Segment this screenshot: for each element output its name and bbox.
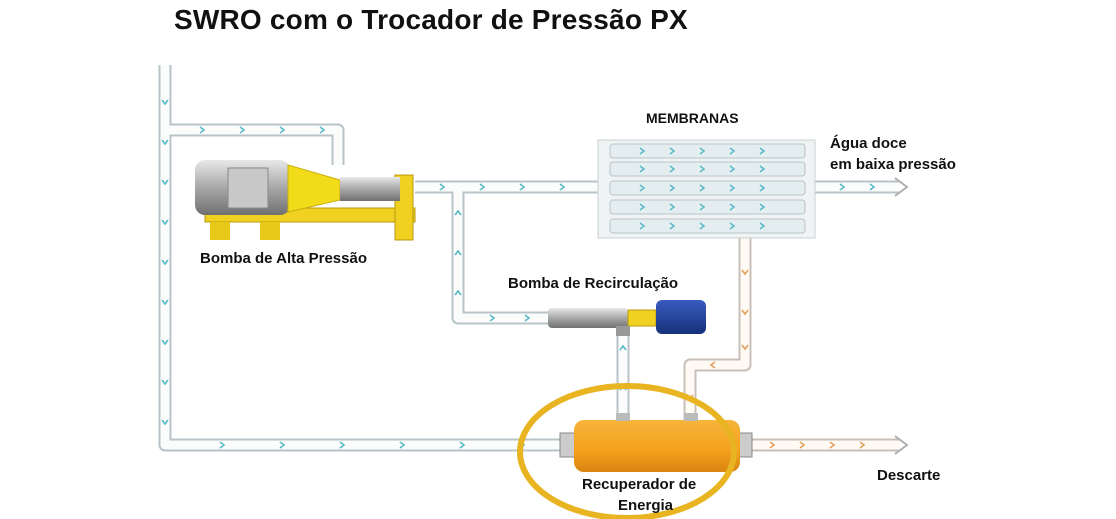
page-title: SWRO com o Trocador de Pressão PX (174, 4, 688, 35)
fresh-water-label-line1: Água doce (830, 135, 907, 152)
fresh-water-label-line2: em baixa pressão (830, 156, 956, 173)
brine-pipes (683, 235, 900, 452)
membranes-label: MEMBRANAS (646, 110, 739, 126)
highlight-ring (517, 383, 737, 519)
energy-recovery-label-line2: Energia (618, 497, 674, 514)
recirculation-pump (548, 300, 706, 336)
high-pressure-pump (195, 160, 416, 241)
energy-recovery-label-line1: Recuperador de (582, 476, 697, 493)
energy-recovery-device (559, 413, 753, 472)
flow-arrows (161, 99, 909, 455)
seawater-pipes (158, 65, 900, 452)
recirculation-pump-label: Bomba de Recirculação (508, 275, 679, 292)
membranes-rack (597, 139, 816, 239)
discharge-label: Descarte (877, 467, 941, 484)
high-pressure-pump-label: Bomba de Alta Pressão (200, 250, 367, 267)
